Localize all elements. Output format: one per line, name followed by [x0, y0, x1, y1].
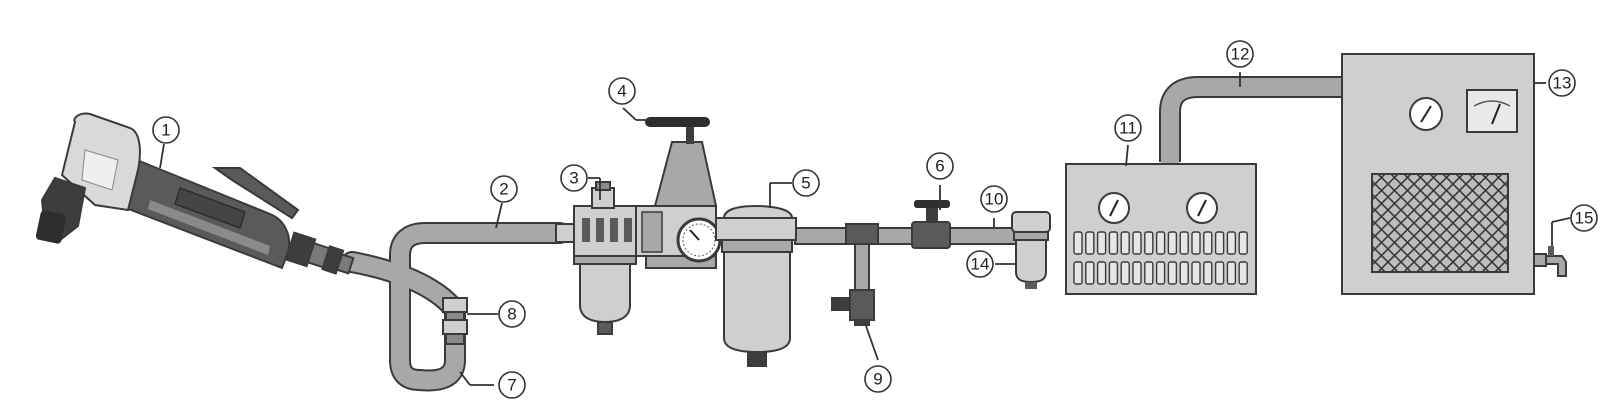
vent-slot	[1085, 261, 1095, 285]
callout-15: 15	[1570, 204, 1598, 232]
vent-slot	[1155, 231, 1166, 255]
grille-line	[1442, 205, 1508, 272]
vent-slot	[1214, 261, 1225, 285]
callout-8-label: 8	[507, 305, 516, 324]
vent-slot	[1238, 231, 1248, 255]
air-pipe-12	[1159, 76, 1342, 162]
callout-7-label: 7	[507, 376, 516, 395]
vent-slot	[1203, 231, 1213, 255]
vent-slot	[1238, 261, 1248, 285]
callout-14: 14	[966, 250, 994, 278]
callout-3: 3	[560, 164, 588, 192]
callout-4: 4	[608, 77, 636, 105]
vent-slot	[1167, 261, 1178, 285]
drain-valve-9	[831, 223, 879, 326]
callout-6-label: 6	[935, 157, 944, 176]
callout-11-label: 11	[1119, 119, 1137, 138]
vent-slot	[1191, 231, 1201, 255]
frl-unit	[555, 117, 797, 367]
vent-slot	[1191, 261, 1201, 285]
callout-10-label: 10	[985, 190, 1004, 209]
grille-line	[1429, 192, 1508, 272]
callout-13-label: 13	[1553, 74, 1572, 93]
drain-tap-15	[1533, 246, 1567, 277]
vent-slot	[1214, 231, 1225, 255]
callout-7: 7	[498, 371, 526, 399]
callout-11: 11	[1114, 114, 1142, 142]
callout-1-label: 1	[161, 121, 170, 140]
compressor-grille	[1372, 174, 1614, 272]
vent-slot	[1073, 261, 1083, 285]
callout-5-label: 5	[801, 174, 810, 193]
callout-12: 12	[1226, 40, 1254, 68]
callout-6: 6	[926, 152, 954, 180]
grille-line	[1455, 218, 1508, 272]
vent-slot	[1120, 261, 1130, 285]
vent-slot	[1226, 261, 1237, 285]
callout-5: 5	[792, 169, 820, 197]
dryer-vents	[1073, 231, 1248, 285]
callout-2: 2	[490, 175, 518, 203]
callout-10: 10	[980, 185, 1008, 213]
grille-line	[1599, 174, 1614, 272]
vent-slot	[1132, 231, 1142, 255]
callout-3-label: 3	[569, 169, 578, 188]
callout-13: 13	[1548, 69, 1576, 97]
grille-line	[1481, 244, 1508, 272]
vent-slot	[1096, 261, 1107, 285]
vent-slot	[1096, 231, 1107, 255]
callout-15-label: 15	[1575, 209, 1594, 228]
callout-14-label: 14	[971, 255, 990, 274]
vent-slot	[1108, 261, 1119, 285]
callout-9: 9	[864, 365, 892, 393]
callout-12-label: 12	[1231, 45, 1250, 64]
vent-slot	[1179, 261, 1189, 285]
air-dryer	[1065, 163, 1257, 295]
vent-slot	[1144, 231, 1154, 255]
ball-valve-6	[911, 200, 951, 249]
callouts: 1 2 3 4 5 6 7 8 9 10 11	[152, 40, 1598, 399]
callout-2-label: 2	[499, 180, 508, 199]
grille-line	[1481, 174, 1508, 202]
air-tool	[35, 112, 355, 275]
vent-slot	[1167, 231, 1178, 255]
callout-1: 1	[152, 116, 180, 144]
vent-slot	[1108, 231, 1119, 255]
inline-filter-14	[1011, 211, 1051, 289]
vent-slot	[1132, 261, 1142, 285]
grille-line	[1468, 231, 1508, 272]
callout-4-label: 4	[617, 82, 626, 101]
grille-line	[1468, 174, 1508, 215]
vent-slot	[1179, 231, 1189, 255]
quick-coupler-8	[442, 297, 468, 345]
vent-slot	[1085, 231, 1095, 255]
vent-slot	[1203, 261, 1213, 285]
vent-slot	[1155, 261, 1166, 285]
callout-8: 8	[498, 300, 526, 328]
vent-slot	[1226, 231, 1237, 255]
air-compressor	[1341, 53, 1614, 295]
vent-slot	[1144, 261, 1154, 285]
vent-slot	[1120, 231, 1130, 255]
grille-line	[1599, 174, 1614, 272]
callout-9-label: 9	[873, 370, 882, 389]
vent-slot	[1073, 231, 1083, 255]
